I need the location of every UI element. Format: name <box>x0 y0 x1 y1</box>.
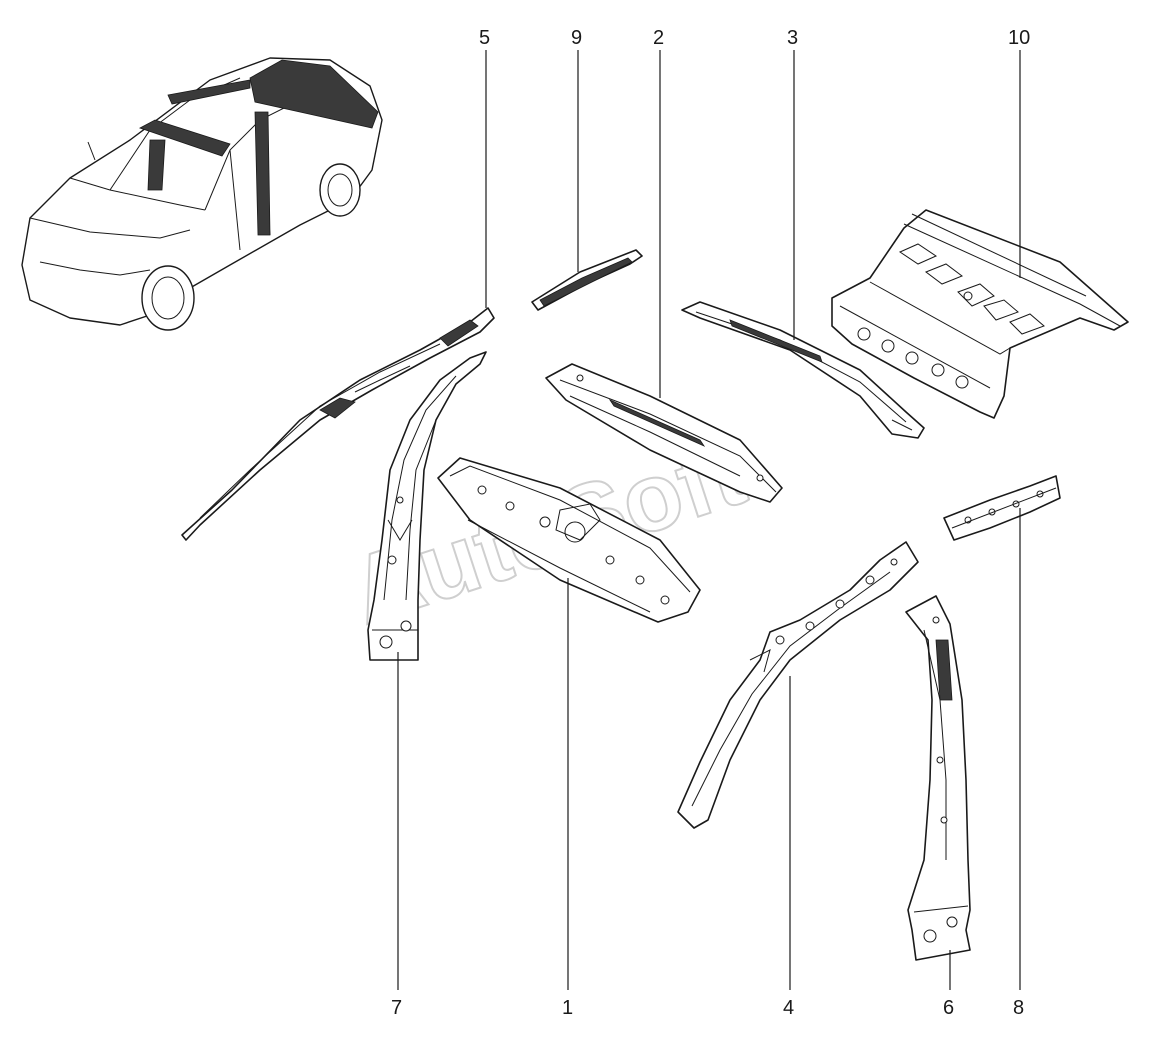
part-9-roof-bracket <box>531 249 643 311</box>
part-8-rear-rail-piece <box>943 475 1061 541</box>
part-7-a-pillar-left <box>367 351 487 661</box>
part-10-rear-panel-assembly <box>831 209 1129 419</box>
callout-4: 4 <box>783 997 794 1019</box>
part-3-rear-roof-bow <box>681 301 925 439</box>
callout-labels: 5 9 2 3 10 7 1 4 6 8 <box>391 27 1030 1019</box>
callout-10: 10 <box>1008 27 1030 49</box>
car-illustration <box>21 57 383 331</box>
part-2-middle-roof-bow <box>545 363 783 503</box>
callout-1: 1 <box>562 997 573 1019</box>
part-1-front-roof-bow <box>437 457 701 623</box>
callout-5: 5 <box>479 27 490 49</box>
part-5-roof-side-rail-left <box>181 307 495 541</box>
leader-lines <box>397 50 1021 990</box>
callout-2: 2 <box>653 27 664 49</box>
callout-9: 9 <box>571 27 582 49</box>
callout-7: 7 <box>391 997 402 1019</box>
callout-3: 3 <box>787 27 798 49</box>
callout-6: 6 <box>943 997 954 1019</box>
callout-8: 8 <box>1013 997 1024 1019</box>
part-6-b-pillar-right <box>905 595 971 961</box>
part-4-roof-side-rail-right <box>677 541 919 829</box>
